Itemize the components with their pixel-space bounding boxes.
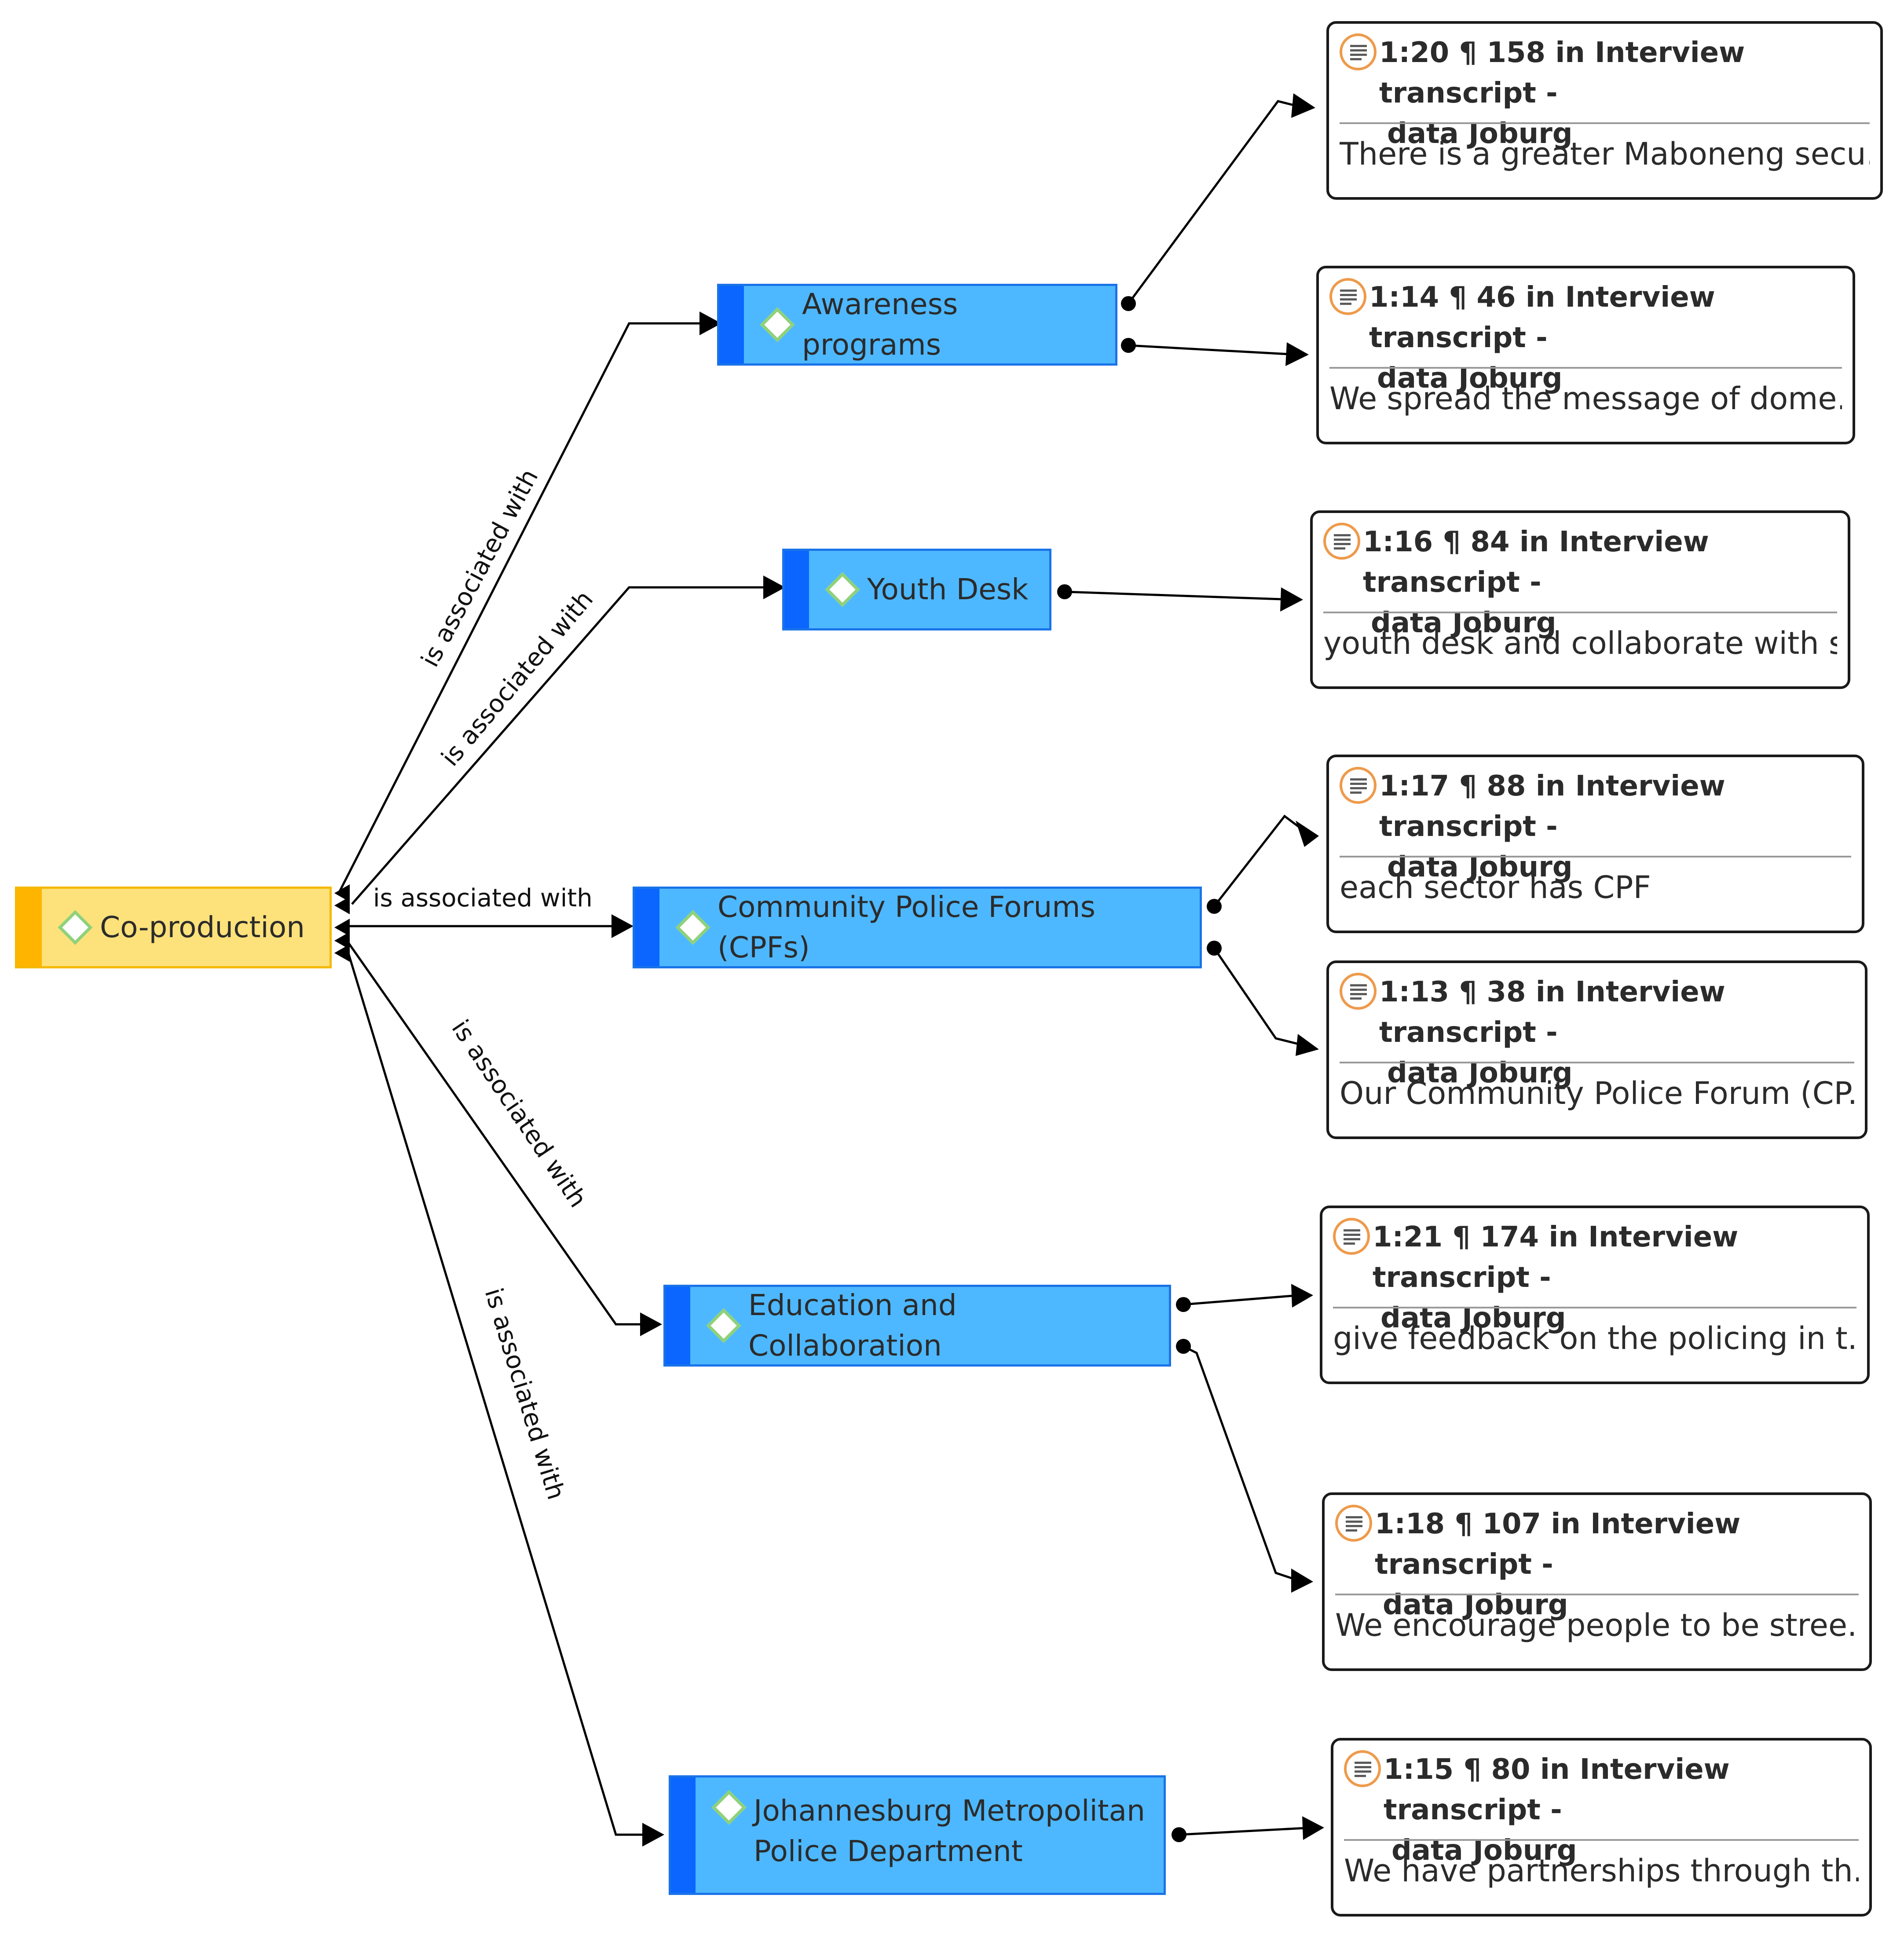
- node-co-production[interactable]: Co-production: [15, 887, 332, 968]
- node-label: Community Police Forums (CPFs): [718, 890, 1095, 964]
- edge-root-education: [346, 941, 640, 1326]
- divider: [1340, 856, 1851, 858]
- edge-education-q118: [1183, 1345, 1296, 1581]
- quotation-icon: [1344, 1750, 1381, 1787]
- relation-label: is associated with: [373, 884, 593, 913]
- edge-jmpd-q115: [1179, 1827, 1305, 1836]
- quotation-text: We encourage people to be stree...: [1335, 1607, 1859, 1643]
- quotation-1-18[interactable]: 1:18 ¶ 107 in Interview transcript -data…: [1322, 1492, 1872, 1671]
- node-label: Education and Collaboration: [748, 1288, 957, 1363]
- divider: [1323, 612, 1837, 613]
- quotation-icon: [1323, 523, 1360, 560]
- divider: [1335, 1594, 1859, 1595]
- edge-youth-q116: [1064, 590, 1283, 601]
- node-awareness-programs[interactable]: Awareness programs: [717, 284, 1117, 366]
- quotation-ref: 1:20 ¶ 158 in Interview transcript -: [1379, 37, 1745, 110]
- quotation-ref: 1:15 ¶ 80 in Interview transcript -: [1384, 1753, 1730, 1826]
- quotation-ref: 1:18 ¶ 107 in Interview transcript -: [1375, 1508, 1741, 1581]
- quotation-icon: [1340, 973, 1377, 1010]
- edge-cpf-q117: [1213, 814, 1303, 907]
- quotation-1-13[interactable]: 1:13 ¶ 38 in Interview transcript -data …: [1326, 960, 1867, 1139]
- edge-root-youth: [351, 586, 763, 905]
- quotation-text: Our Community Police Forum (CP...: [1340, 1075, 1854, 1111]
- quotation-1-15[interactable]: 1:15 ¶ 80 in Interview transcript -data …: [1331, 1738, 1872, 1917]
- edge-awareness-q114: [1128, 344, 1289, 355]
- node-youth-desk[interactable]: Youth Desk: [782, 549, 1051, 630]
- quotation-icon: [1340, 33, 1377, 70]
- quotation-1-14[interactable]: 1:14 ¶ 46 in Interview transcript -data …: [1316, 266, 1855, 444]
- divider: [1340, 122, 1870, 124]
- quotation-text: There is a greater Maboneng secu...: [1340, 136, 1870, 172]
- quotation-icon: [1333, 1218, 1370, 1255]
- diamond-icon: [706, 1308, 741, 1343]
- diamond-icon: [675, 910, 710, 945]
- node-label: Youth Desk: [867, 572, 1029, 606]
- quotation-ref: 1:16 ¶ 84 in Interview transcript -: [1363, 526, 1709, 599]
- divider: [1329, 367, 1842, 369]
- edge-awareness-q120: [1127, 100, 1296, 304]
- node-community-police-forums[interactable]: Community Police Forums (CPFs): [633, 887, 1202, 968]
- node-education-and-collaboration[interactable]: Education and Collaboration: [663, 1285, 1171, 1367]
- node-label: Awareness programs: [802, 287, 958, 362]
- quotation-text: each sector has CPF: [1340, 869, 1651, 905]
- relation-label: is associated with: [479, 1285, 571, 1503]
- quotation-icon: [1340, 767, 1377, 804]
- quotation-ref: 1:17 ¶ 88 in Interview transcript -: [1379, 770, 1725, 843]
- edge-cpf-q113: [1213, 947, 1303, 1046]
- quotation-text: We have partnerships through th...: [1344, 1853, 1859, 1889]
- node-label: Johannesburg Metropolitan Police Departm…: [754, 1794, 1145, 1868]
- quotation-ref: 1:14 ¶ 46 in Interview transcript -: [1369, 281, 1715, 354]
- divider: [1333, 1307, 1856, 1308]
- quotation-1-17[interactable]: 1:17 ¶ 88 in Interview transcript -data …: [1326, 755, 1864, 933]
- node-label: Co-production: [100, 910, 305, 944]
- quotation-1-21[interactable]: 1:21 ¶ 174 in Interview transcript -data…: [1320, 1206, 1870, 1384]
- quotation-icon: [1335, 1505, 1372, 1542]
- quotation-icon: [1329, 278, 1366, 315]
- relation-label: is associated with: [416, 465, 544, 672]
- divider: [1344, 1839, 1859, 1841]
- quotation-text: youth desk and collaborate with s...: [1323, 625, 1837, 661]
- edge-education-q121: [1183, 1294, 1294, 1306]
- quotation-text: give feedback on the policing in t...: [1333, 1320, 1856, 1356]
- edge-root-awareness: [337, 322, 699, 894]
- node-johannesburg-metropolitan-police[interactable]: Johannesburg Metropolitan Police Departm…: [669, 1775, 1166, 1895]
- diamond-icon: [825, 572, 860, 607]
- quotation-ref: 1:21 ¶ 174 in Interview transcript -: [1373, 1221, 1739, 1294]
- diamond-icon: [760, 307, 795, 342]
- diamond-icon: [58, 910, 93, 945]
- divider: [1340, 1062, 1854, 1063]
- quotation-text: We spread the message of dome...: [1329, 381, 1842, 417]
- quotation-1-16[interactable]: 1:16 ¶ 84 in Interview transcript -data …: [1310, 510, 1850, 689]
- edge-root-jmpd: [346, 950, 642, 1836]
- diamond-icon: [711, 1790, 747, 1825]
- quotation-ref: 1:13 ¶ 38 in Interview transcript -: [1379, 976, 1725, 1049]
- quotation-1-20[interactable]: 1:20 ¶ 158 in Interview transcript -data…: [1326, 21, 1883, 200]
